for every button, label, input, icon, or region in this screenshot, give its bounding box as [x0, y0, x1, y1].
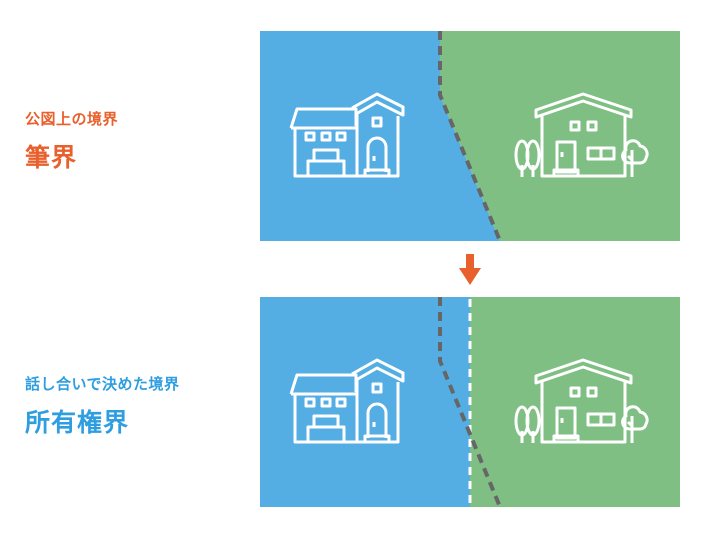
- top-caption: 公図上の境界: [25, 110, 119, 128]
- right-lot: [470, 297, 680, 507]
- bottom-title: 所有権界: [25, 408, 130, 437]
- arrow-down-icon: [459, 254, 481, 285]
- official-boundary-line: [438, 31, 502, 242]
- right-lot: [440, 31, 680, 241]
- top-title: 筆界: [25, 143, 78, 172]
- official-boundary-line: [438, 297, 502, 508]
- top-panel: [260, 31, 680, 242]
- bottom-panel: [260, 297, 680, 508]
- bottom-caption: 話し合いで決めた境界: [25, 375, 180, 393]
